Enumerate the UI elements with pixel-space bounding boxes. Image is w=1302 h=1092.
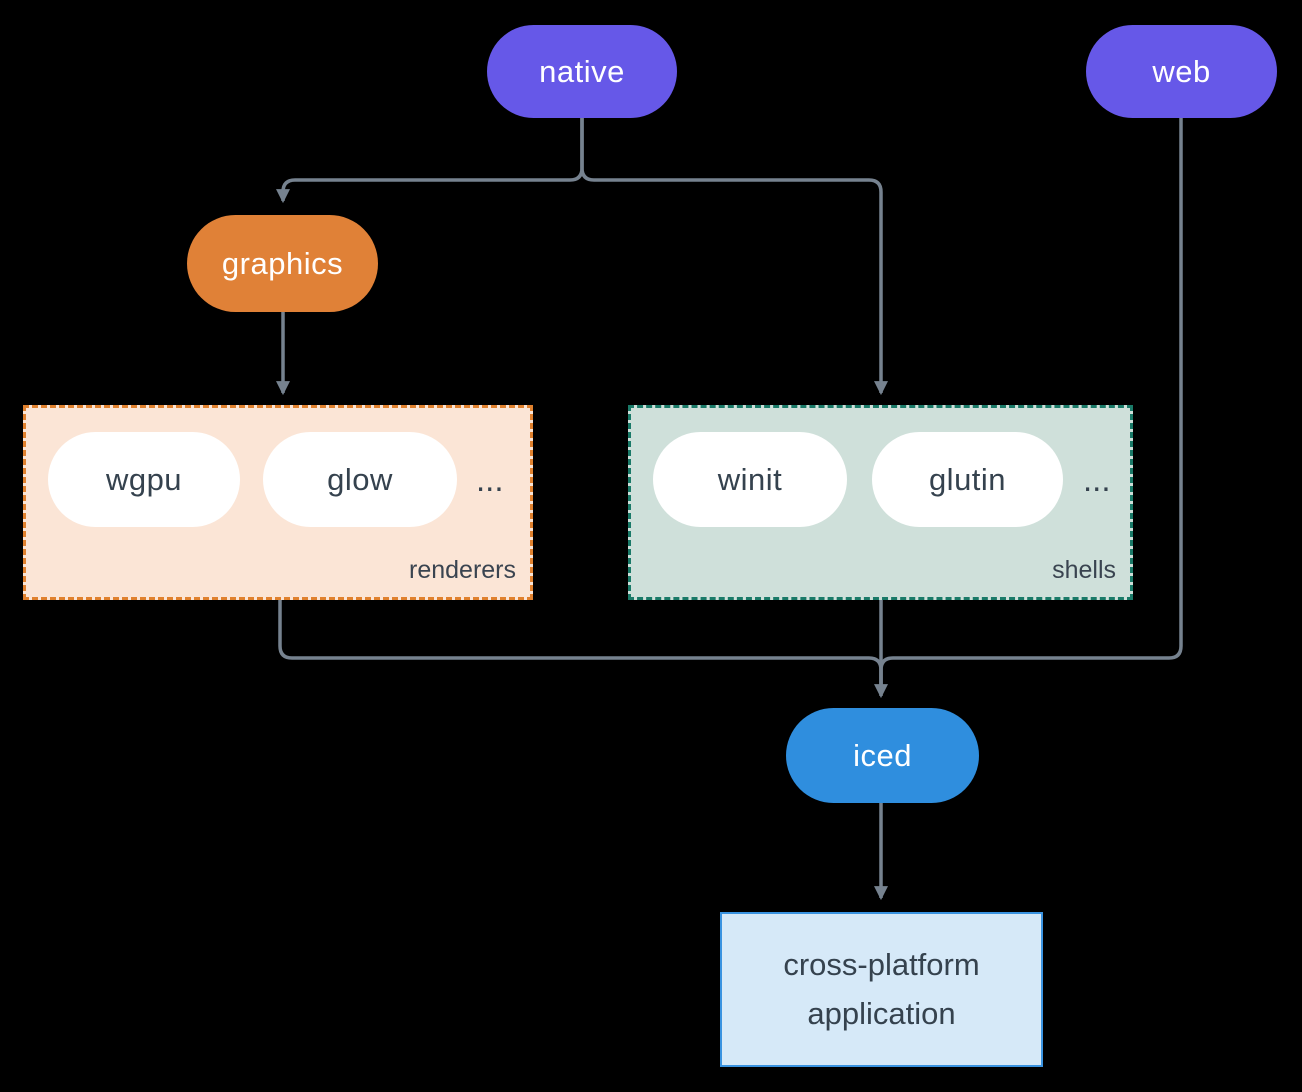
node-glutin-label: glutin (928, 461, 1007, 497)
app-label-line-1: cross-platform (783, 947, 980, 983)
node-wgpu-label: wgpu (105, 461, 183, 497)
node-native: native (487, 25, 677, 118)
node-glutin: glutin (872, 432, 1063, 527)
node-graphics: graphics (187, 215, 378, 312)
node-winit-label: winit (717, 461, 783, 497)
node-web-label: web (1152, 53, 1211, 89)
renderers-group-label: renderers (409, 556, 516, 584)
node-iced: iced (786, 708, 979, 803)
node-cross-platform-application: cross-platform application (720, 912, 1043, 1067)
node-winit: winit (653, 432, 847, 527)
node-graphics-label: graphics (221, 245, 344, 281)
node-web: web (1086, 25, 1277, 118)
node-glow-label: glow (327, 461, 393, 497)
node-native-label: native (539, 53, 625, 89)
node-iced-label: iced (853, 737, 912, 773)
node-wgpu: wgpu (48, 432, 240, 527)
edge-native-to-shells (580, 118, 888, 396)
renderers-ellipsis: ... (476, 460, 504, 498)
shells-ellipsis: ... (1083, 460, 1111, 498)
shells-group-label: shells (1052, 556, 1116, 584)
app-label-line-2: application (807, 995, 956, 1031)
edge-web-to-iced (879, 118, 1183, 690)
node-glow: glow (263, 432, 457, 527)
edge-native-to-graphics (276, 118, 584, 204)
edge-renderers-to-iced (278, 600, 883, 690)
